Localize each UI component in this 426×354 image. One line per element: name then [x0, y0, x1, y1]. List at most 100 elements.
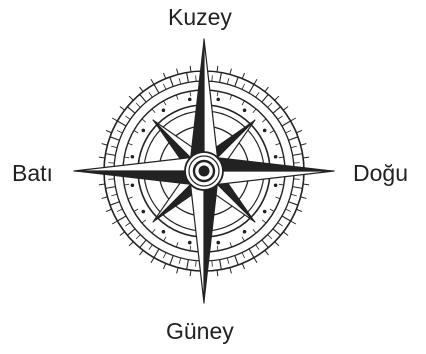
- compass-tick: [235, 256, 238, 265]
- compass-tick: [149, 245, 152, 250]
- compass-mid-tick: [217, 246, 218, 251]
- compass-tick: [262, 94, 268, 102]
- compass-outer-tick: [265, 87, 269, 92]
- west-label: Batı: [12, 162, 53, 185]
- compass-tick: [249, 84, 254, 93]
- compass-dot: [216, 98, 220, 102]
- compass-tick: [154, 84, 159, 93]
- hub-center: [199, 166, 210, 177]
- compass-dot: [274, 155, 278, 159]
- compass-dot: [188, 98, 192, 102]
- compass-outer-tick: [296, 209, 302, 211]
- compass-tick: [256, 92, 259, 97]
- compass-outer-tick: [275, 242, 279, 246]
- compass-mid-tick: [152, 229, 155, 233]
- compass-tick: [249, 249, 254, 258]
- compass-tick: [127, 229, 135, 235]
- compass-tick: [108, 179, 114, 180]
- compass-cardinal-point-dark: [189, 39, 204, 171]
- compass-outer-tick: [129, 96, 133, 100]
- compass-outer-tick: [120, 232, 125, 236]
- compass-mid-tick: [275, 197, 280, 199]
- compass-outer-tick: [217, 66, 218, 72]
- compass-outer-tick: [217, 270, 218, 276]
- compass-outer-tick: [151, 79, 154, 84]
- compass-mid-tick: [152, 109, 155, 113]
- compass-tick: [117, 130, 122, 133]
- compass-mid-tick: [230, 95, 232, 100]
- south-label: Güney: [166, 320, 234, 343]
- compass-tick: [163, 84, 166, 89]
- compass-tick: [268, 103, 272, 107]
- compass-outer-tick: [301, 197, 307, 199]
- compass-tick: [282, 121, 291, 126]
- compass-tick: [136, 235, 140, 239]
- compass-tick: [196, 261, 197, 267]
- compass-tick: [256, 245, 259, 250]
- compass-tick: [187, 73, 189, 83]
- compass-outer-tick: [275, 96, 279, 100]
- compass-tick: [293, 154, 303, 156]
- compass-outer-tick: [230, 69, 232, 75]
- compass-tick: [294, 179, 300, 180]
- compass-tick: [111, 194, 117, 196]
- compass-dot: [216, 241, 220, 245]
- compass-tick: [117, 216, 126, 221]
- compass-mid-tick: [190, 91, 191, 96]
- compass-tick: [106, 187, 116, 189]
- compass-tick: [227, 258, 229, 264]
- compass-tick: [294, 163, 300, 164]
- compass-tick: [196, 75, 197, 81]
- compass-mid-tick: [190, 246, 191, 251]
- compass-mid-tick: [176, 242, 178, 247]
- compass-tick: [289, 202, 298, 205]
- compass-outer-tick: [303, 184, 309, 185]
- compass-mid-tick: [253, 109, 256, 113]
- compass-dot: [131, 155, 135, 159]
- compass-outer-tick: [102, 144, 108, 146]
- compass-outer-tick: [112, 221, 117, 224]
- compass-tick: [149, 92, 152, 97]
- compass-tick: [179, 78, 181, 84]
- compass-tick: [179, 258, 181, 264]
- compass-tick: [212, 75, 213, 81]
- compass-mid-tick: [279, 184, 284, 185]
- compass-tick: [117, 121, 126, 126]
- compass-dot: [131, 183, 135, 187]
- compass-tick: [111, 146, 117, 148]
- compass-dot: [142, 129, 146, 133]
- compass-dot: [142, 210, 146, 214]
- compass-tick: [220, 260, 222, 270]
- compass-outer-tick: [283, 106, 288, 110]
- compass-mid-tick: [242, 101, 245, 105]
- compass-tick: [273, 107, 281, 113]
- compass-tick: [282, 216, 291, 221]
- compass-tick: [242, 253, 245, 258]
- compass-outer-tick: [112, 118, 117, 121]
- compass-dot: [188, 241, 192, 245]
- compass-tick: [273, 229, 281, 235]
- compass-dot: [243, 230, 247, 234]
- compass-mid-tick: [164, 101, 167, 105]
- compass-mid-tick: [142, 119, 146, 122]
- compass-outer-tick: [242, 73, 244, 79]
- compass-tick: [293, 187, 303, 189]
- compass-cardinal-point-dark: [204, 171, 219, 303]
- compass-dot: [162, 230, 166, 234]
- compass-outer-tick: [163, 73, 165, 79]
- compass-outer-tick: [177, 69, 179, 75]
- compass-tick: [278, 223, 283, 226]
- compass-tick: [227, 78, 229, 84]
- compass-mid-tick: [128, 197, 133, 199]
- compass-mid-tick: [134, 131, 138, 134]
- compass-tick: [140, 94, 146, 102]
- compass-outer-tick: [254, 79, 257, 84]
- compass-mid-tick: [164, 237, 167, 241]
- compass-outer-tick: [291, 221, 296, 224]
- compass-outer-tick: [283, 232, 288, 236]
- compass-outer-tick: [106, 130, 112, 132]
- compass-outer-tick: [265, 250, 269, 255]
- compass-outer-tick: [242, 263, 244, 269]
- compass-tick: [262, 240, 268, 248]
